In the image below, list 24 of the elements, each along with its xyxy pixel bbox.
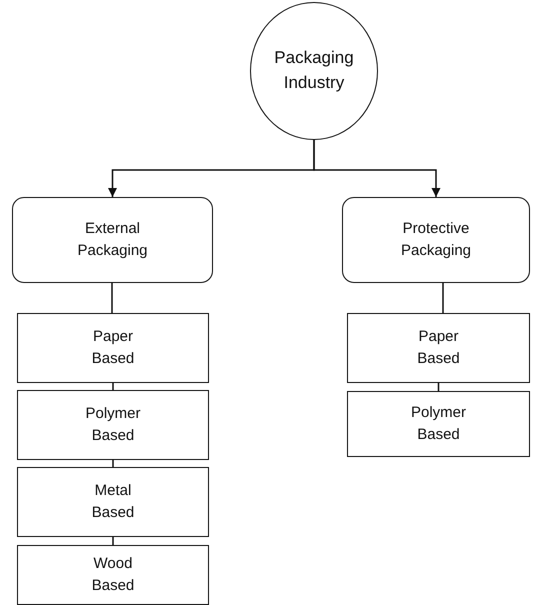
connector-line: [112, 383, 114, 390]
connector-line: [438, 383, 440, 391]
rounded-box: [342, 197, 530, 283]
process-box: [347, 391, 530, 457]
process-box: [17, 545, 209, 605]
process-box: [17, 467, 209, 537]
process-box: [17, 390, 209, 460]
node-label: Polymer Based: [410, 403, 467, 445]
connector-line: [111, 283, 113, 313]
node-label: Polymer Based: [84, 404, 142, 446]
process-box: [347, 313, 530, 383]
node-label: Metal Based: [90, 481, 136, 523]
connector-line: [442, 283, 444, 313]
connector-line: [112, 537, 114, 545]
node-label: Protective Packaging: [400, 219, 472, 261]
connector-line: [112, 460, 114, 467]
node-label: Wood Based: [90, 554, 136, 596]
node-label: External Packaging: [76, 219, 149, 261]
node-label: Paper Based: [416, 327, 461, 369]
rounded-box: [12, 197, 213, 283]
arrow: [313, 140, 440, 197]
process-box: [17, 313, 209, 383]
node-label: Packaging Industry: [273, 47, 355, 94]
node-label: Paper Based: [90, 327, 136, 369]
